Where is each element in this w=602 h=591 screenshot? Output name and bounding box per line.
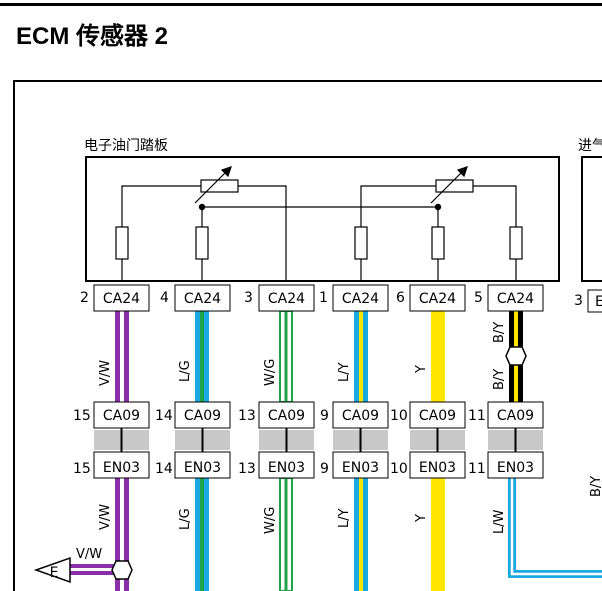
wire-col-4 [354,311,368,591]
connector-id: CA09 [342,408,379,424]
page-title: ECM 传感器 2 [16,23,169,50]
connector-ca24-col-4: 1 CA24 [319,284,389,312]
connector-id: EN03 [497,460,534,476]
connector-id: CA09 [497,408,534,424]
connector-en03-col-6: 11 EN03 [468,451,544,479]
connector-en03-col-3: 13 EN03 [238,451,315,479]
wire-label-5b: Y [414,514,429,523]
connector-pin: 13 [238,408,256,424]
connector-pin: 11 [468,408,486,424]
connector-id: CA24 [419,291,456,307]
connector-id: CA09 [103,408,140,424]
connector-id: CA24 [342,291,379,307]
wire-label-6-mid: B/Y [492,369,507,390]
connector-id: EN03 [268,460,305,476]
wire-label-6-bot: L/W [492,509,507,534]
connector-row-en03: 15 EN03 14 EN03 13 EN03 9 EN03 10 [73,451,544,479]
connector-pin: 14 [155,461,173,477]
connector-id: CA24 [497,291,534,307]
ground-arrow-label: E [50,565,59,581]
connector-id: CA09 [184,408,221,424]
intake-pin: 3 [574,293,583,309]
pedal-label: 电子油门踏板 [84,138,168,154]
connector-en03-col-2: 14 EN03 [155,451,231,479]
connector-ca24-col-6: 5 CA24 [474,284,544,312]
connector-id: EN03 [103,460,140,476]
diagram-frame [13,80,602,591]
wire-label-6-top: B/Y [492,322,507,343]
connector-row-ca09: 15 CA09 14 CA09 13 CA09 9 CA09 10 [73,401,544,429]
wire-col-3 [279,310,293,591]
connector-ca09-col-4: 9 CA09 [320,401,389,429]
connector-en03-col-5: 10 EN03 [390,451,466,479]
connector-pin: 9 [320,461,329,477]
connector-pin: 2 [80,290,89,306]
connector-id: EN03 [419,460,456,476]
wire-labels: V/W V/W L/G L/G W/G W/G L/Y L/Y Y Y B/Y … [98,322,602,534]
wire-label-3a: W/G [263,359,278,386]
wire-col-5 [431,311,445,591]
connector-id: EN03 [342,460,379,476]
pedal-component-box [85,156,560,282]
connector-ca24-col-2: 4 CA24 [160,284,231,312]
connector-pin: 1 [319,290,328,306]
ground-branch: E V/W [33,547,133,584]
pedal-sensor-1-circuit [115,166,287,281]
wire-label-2b: L/G [178,508,193,530]
connector-id: CA24 [184,291,221,307]
connector-pin: 3 [244,290,253,306]
connector-id: CA24 [268,291,305,307]
connector-pin: 9 [320,408,329,424]
wire-label-1b: V/W [98,504,113,530]
connector-ca24-col-1: 2 CA24 [80,284,150,312]
connector-ca09-col-1: 15 CA09 [73,401,150,429]
wire-label-4a: L/Y [337,362,352,382]
connector-en03-col-1: 15 EN03 [73,451,150,479]
connector-ca24-col-3: 3 CA24 [244,284,315,312]
pedal-sensor-2-circuit [354,166,523,281]
intake-component-box [581,156,602,282]
connector-pin: 13 [238,461,256,477]
connector-id: CA09 [268,408,305,424]
connector-row-ca24: 2 CA24 4 CA24 3 CA24 1 CA24 6 [80,284,544,312]
connector-ca09-col-5: 10 CA09 [390,401,466,429]
edge-wire-label: B/Y [589,476,602,497]
connector-ca09-col-3: 13 CA09 [238,401,315,429]
connector-pin: 14 [155,408,173,424]
connector-id: CA24 [103,291,140,307]
intake-connector-text: E [595,294,602,310]
connector-pin: 15 [73,408,91,424]
connector-pin: 11 [468,461,486,477]
intake-label: 进气 [578,138,602,154]
title-rule [0,3,602,6]
connector-id: EN03 [184,460,221,476]
connector-pin: 6 [396,290,405,306]
wire-label-1a: V/W [98,360,113,386]
connector-pin: 10 [390,408,408,424]
connector-pin: 5 [474,290,483,306]
wire-label-4b: L/Y [337,508,352,528]
connector-id: CA09 [419,408,456,424]
splice-node [505,346,527,366]
connector-mating-bars [94,428,543,452]
offpage-arrow-e [33,556,71,584]
connector-ca09-col-2: 14 CA09 [155,401,231,429]
intake-connector-box [587,289,602,313]
connector-ca09-col-6: 11 CA09 [468,401,544,429]
connector-pin: 4 [160,290,169,306]
connector-pin: 10 [390,461,408,477]
wire-label-3b: W/G [263,507,278,534]
wire-label-2a: L/G [178,360,193,382]
connector-ca24-col-5: 6 CA24 [396,284,466,312]
wire-label-5a: Y [414,365,429,374]
ground-splice-node [111,560,133,580]
ground-wire-label: V/W [76,547,102,562]
connector-en03-col-4: 9 EN03 [320,451,389,479]
connector-pin: 15 [73,461,91,477]
wire-col-2 [195,311,209,591]
